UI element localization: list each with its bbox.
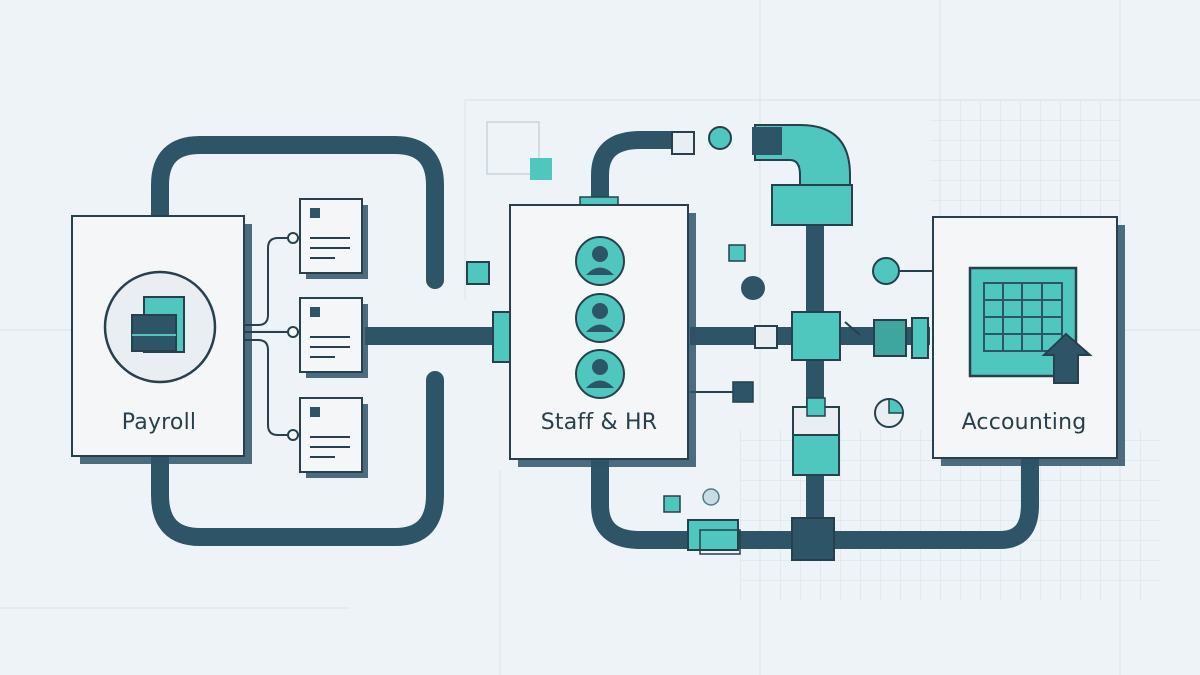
document-icon [299, 297, 368, 378]
payroll-card[interactable] [71, 215, 252, 464]
spreadsheet-upload-icon [968, 266, 1093, 384]
junctions [466, 158, 929, 561]
document-connectors [244, 232, 300, 441]
pie-chart-icon [874, 398, 904, 428]
pipe-staff-top [591, 131, 679, 214]
person-icon [575, 349, 625, 399]
elbow-pipe [752, 124, 853, 226]
pipe-staff-bottom [591, 451, 699, 549]
payroll-label: Payroll [121, 410, 197, 435]
staff-card[interactable] [509, 204, 696, 467]
accounting-label: Accounting [961, 410, 1087, 435]
person-icon [575, 293, 625, 343]
pipe-payroll-loop-bottom [151, 371, 444, 546]
accounting-card[interactable] [932, 216, 1125, 466]
staff-hr-label: Staff & HR [540, 410, 658, 435]
pipe-bottom-to-accounting [731, 449, 1039, 549]
floating-shapes [663, 244, 932, 513]
stacked-documents-icon [131, 296, 185, 353]
pipe-payroll-loop-top [151, 136, 444, 289]
document-stack [299, 198, 368, 478]
document-icon [299, 397, 368, 478]
document-icon [299, 198, 368, 279]
person-icon [575, 236, 625, 286]
